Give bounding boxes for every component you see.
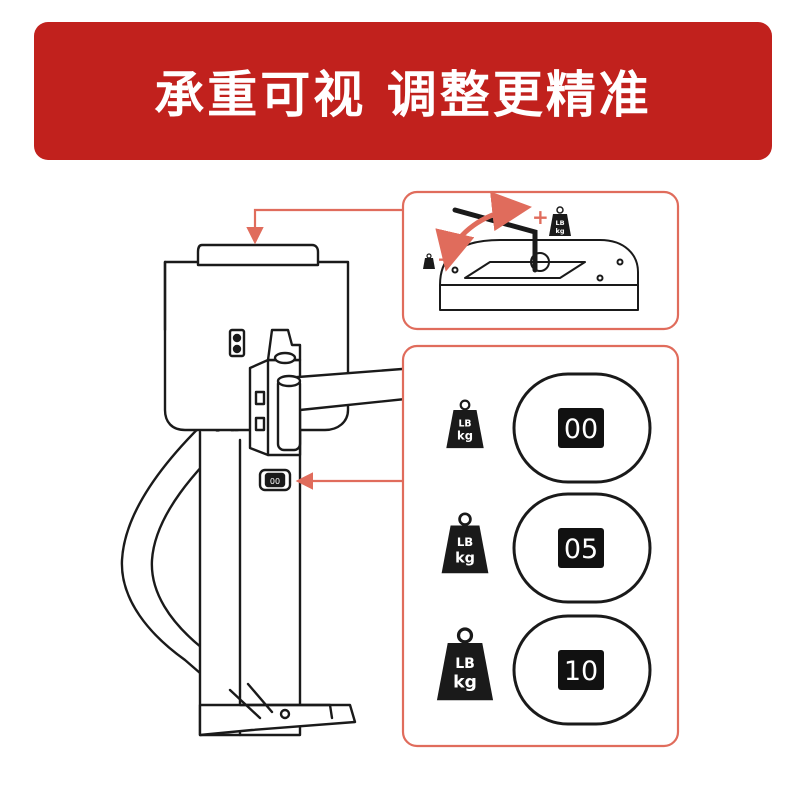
weight-icon-decrease <box>423 253 435 269</box>
indicator-display <box>558 650 604 690</box>
svg-text:LB: LB <box>555 219 564 227</box>
monitor-top-pad <box>196 243 320 267</box>
pole-column <box>198 428 302 737</box>
title-banner: 承重可视 调整更精准 <box>34 22 772 160</box>
weight-icon-kg-label: kg <box>457 429 473 443</box>
weight-icon-increase: LB kg <box>549 206 571 236</box>
callout-connectors <box>246 208 403 490</box>
top-cap-detail <box>439 239 639 311</box>
weight-icon-lb-label: LB <box>455 656 475 672</box>
plus-sign: + <box>532 205 549 229</box>
tilt-knob <box>266 328 302 362</box>
monitor-arm-illustration <box>120 243 417 737</box>
banner-title: 承重可视 调整更精准 <box>154 66 652 124</box>
rotation-arrow-icon <box>435 191 532 272</box>
weight-icon-lb-label: LB <box>458 419 471 430</box>
indicator-display <box>558 528 604 568</box>
indicator-value: 10 <box>564 656 598 687</box>
svg-text:kg: kg <box>556 227 565 235</box>
arm-joint <box>276 376 302 452</box>
indicator-display <box>558 408 604 448</box>
minus-sign: − <box>437 247 454 271</box>
weight-icon-kg-label: kg <box>453 672 477 692</box>
weight-icon-kg-label: kg <box>455 550 475 566</box>
indicator-value: 00 <box>564 414 598 445</box>
weight-icon-lb-label: LB <box>457 535 473 549</box>
indicator-window-value: 00 <box>270 477 280 486</box>
top-pad-pointer <box>246 208 403 245</box>
indicator-value: 05 <box>564 534 598 565</box>
